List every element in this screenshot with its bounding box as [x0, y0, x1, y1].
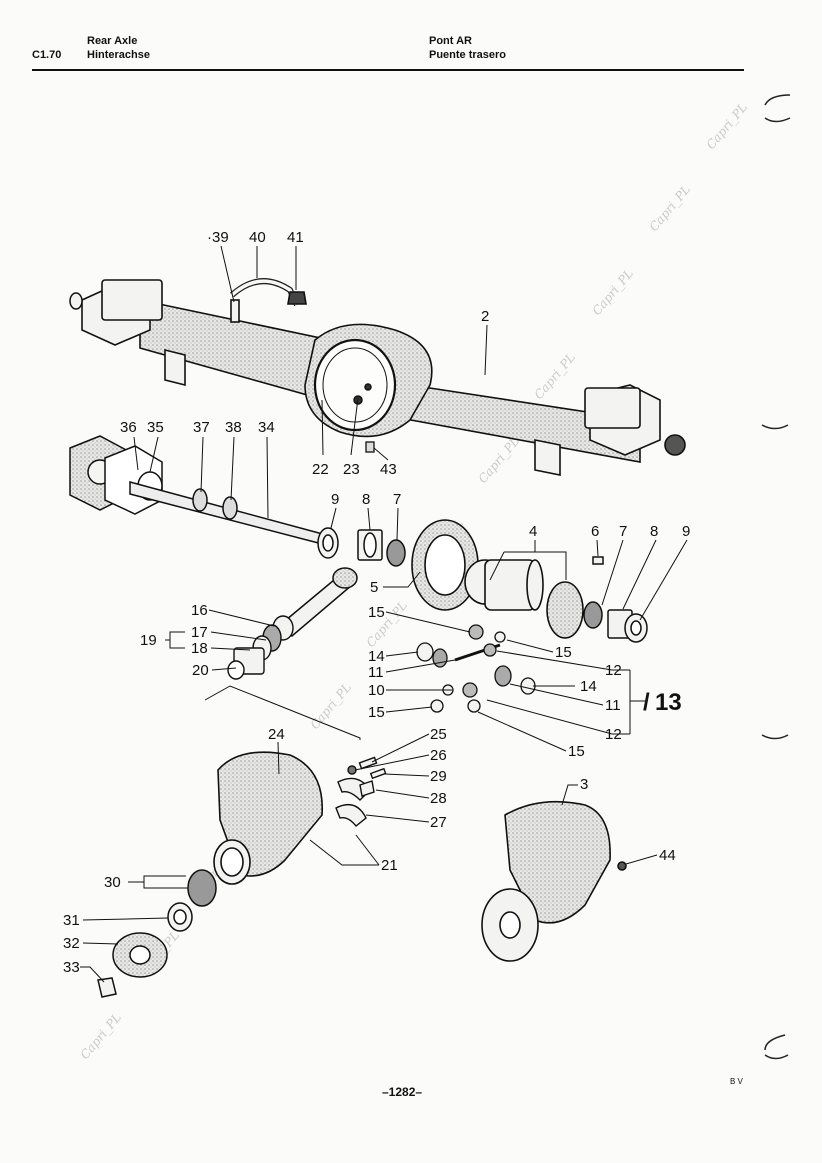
callout-14-b: 14: [580, 678, 597, 695]
differential-case: [464, 559, 584, 639]
callout-33: 33: [63, 959, 80, 976]
callout-38: 38: [225, 419, 242, 436]
callout-25: 25: [430, 726, 447, 743]
half-shaft-group: [69, 435, 331, 547]
callout-35: 35: [147, 419, 164, 436]
callout-11-b: 11: [605, 697, 621, 714]
watermark-text: Capri_PL: [308, 680, 355, 732]
callout-11-a: 11: [368, 664, 384, 681]
print-mark: B V: [730, 1077, 743, 1086]
callout-29: 29: [430, 768, 447, 785]
header-rule: [32, 69, 744, 71]
callout-16: 16: [191, 602, 208, 619]
callout-40: 40: [249, 229, 266, 246]
callout-13: 13: [655, 689, 682, 716]
callout-3: 3: [580, 776, 588, 793]
title-english: Rear Axle: [87, 35, 138, 47]
leader-lines: [80, 245, 688, 983]
assembled-carrier: [481, 800, 627, 962]
left-hub-stub: [69, 292, 372, 405]
watermark-text: Capri_PL: [704, 100, 751, 152]
callout-43: 43: [380, 461, 397, 478]
callout-17: 17: [191, 624, 208, 641]
callout-labels: ·39 40 41 2 36 35 37 38 34 22 23 43 9 8 …: [63, 229, 690, 976]
callout-44: 44: [659, 847, 676, 864]
scan-marks: [761, 94, 791, 1060]
callout-15-a: 15: [368, 604, 385, 621]
callout-6: 6: [591, 523, 599, 540]
callout-31: 31: [63, 912, 80, 929]
callout-39: ·39: [207, 229, 229, 246]
callout-28: 28: [430, 790, 447, 807]
title-german: Hinterachse: [87, 49, 150, 61]
callout-12-b: 12: [605, 726, 622, 743]
callout-41: 41: [287, 229, 304, 246]
callout-15-d: 15: [568, 743, 585, 760]
diff-carrier: [213, 751, 323, 885]
callout-22: 22: [312, 461, 329, 478]
watermark-text: Capri_PL: [590, 266, 637, 318]
callout-32: 32: [63, 935, 80, 952]
left-bearing-set: [317, 527, 406, 567]
callout-34: 34: [258, 419, 275, 436]
callout-9-right: 9: [682, 523, 690, 540]
bearing-cap-group: [335, 756, 387, 827]
callout-8-right: 8: [650, 523, 658, 540]
callout-8-left: 8: [362, 491, 370, 508]
callout-20: 20: [192, 662, 209, 679]
watermark-text: Capri_PL: [476, 434, 523, 486]
callout-12-a: 12: [605, 662, 622, 679]
callout-19: 19: [140, 632, 157, 649]
callout-27: 27: [430, 814, 447, 831]
callout-9-left: 9: [331, 491, 339, 508]
watermark-text: Capri_PL: [532, 350, 579, 402]
callout-36: 36: [120, 419, 137, 436]
callout-14-a: 14: [368, 648, 385, 665]
differential-gears: [416, 624, 536, 713]
callout-5: 5: [370, 579, 378, 596]
ring-gear: [411, 519, 479, 611]
callout-21: 21: [381, 857, 398, 874]
breather-hose: [230, 278, 307, 323]
title-spanish: Puente trasero: [429, 49, 507, 61]
callout-4: 4: [529, 523, 537, 540]
vent-plug: [365, 441, 375, 453]
callout-18: 18: [191, 640, 208, 657]
callout-13-slash: /: [643, 689, 650, 716]
callout-7-left: 7: [393, 491, 401, 508]
callout-26: 26: [430, 747, 447, 764]
drive-pinion: [278, 567, 358, 638]
callout-37: 37: [193, 419, 210, 436]
callout-15-c: 15: [368, 704, 385, 721]
callout-7-right: 7: [619, 523, 627, 540]
callout-30: 30: [104, 874, 121, 891]
callout-15-b: 15: [555, 644, 572, 661]
right-bearing-set: [583, 556, 648, 643]
companion-flange-group: [97, 869, 217, 998]
page-number: –1282–: [382, 1085, 423, 1099]
section-code: C1.70: [32, 49, 62, 61]
pinion-bearing-stack: [227, 615, 294, 680]
callout-2: 2: [481, 308, 489, 325]
watermark-text: Capri_PL: [647, 182, 694, 234]
watermark-text: Capri_PL: [78, 1010, 125, 1062]
callout-23: 23: [343, 461, 360, 478]
title-french: Pont AR: [429, 35, 472, 47]
axle-housing: [81, 279, 686, 476]
callout-10: 10: [368, 682, 385, 699]
callout-24: 24: [268, 726, 285, 743]
